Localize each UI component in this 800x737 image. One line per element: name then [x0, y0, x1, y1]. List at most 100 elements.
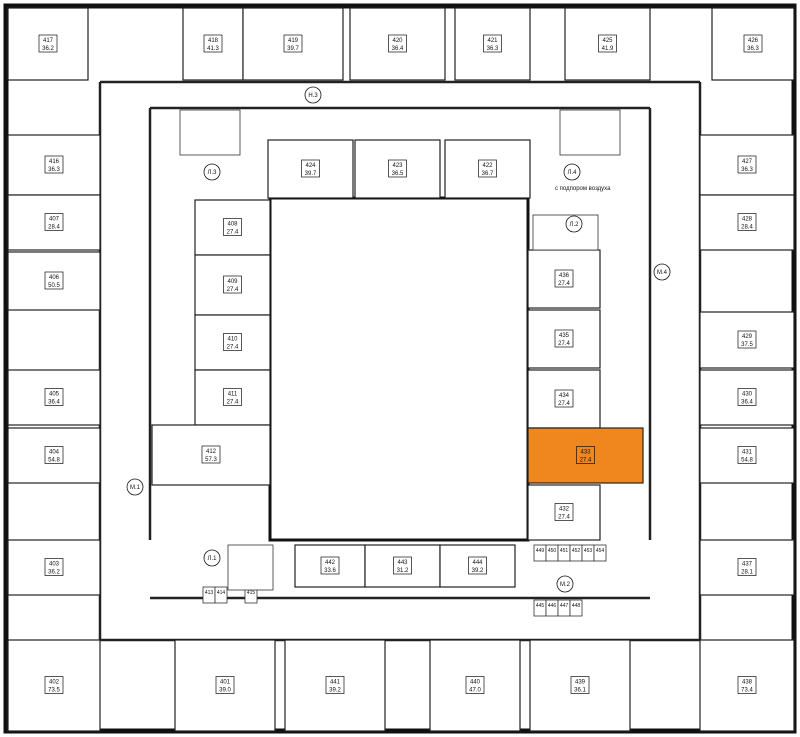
- apartment-area: 31.2: [397, 568, 409, 574]
- storage-number: 448: [572, 603, 581, 609]
- corridor-outer-edge: [98, 80, 702, 642]
- apartment-area: 50.5: [48, 283, 60, 289]
- apartment-area: 36.4: [741, 400, 753, 406]
- apartment-label-box: [203, 34, 223, 53]
- storage-cell[interactable]: [214, 586, 228, 604]
- apartment-444[interactable]: 444 39.2: [439, 544, 516, 588]
- storage-unit-447[interactable]: 447: [557, 599, 571, 617]
- storage-unit-452[interactable]: 452: [569, 544, 583, 562]
- apartment-area: 27.4: [558, 281, 570, 287]
- apartment-label-box: [483, 34, 502, 53]
- apartment-area: 39.2: [472, 568, 484, 574]
- apartment-number: 426: [748, 38, 759, 44]
- apartment-number: 437: [742, 562, 753, 568]
- apartment-label-box: [554, 389, 574, 408]
- lift-shaft-left: [179, 109, 241, 156]
- apartment-number: 440: [470, 680, 481, 686]
- apartment-440[interactable]: 440 47.0: [429, 639, 521, 732]
- apartment-room[interactable]: [194, 199, 271, 256]
- storage-unit-451[interactable]: 451: [557, 544, 571, 562]
- apartment-area: 36.3: [741, 167, 753, 173]
- apartment-label-box: [465, 676, 485, 694]
- storage-unit-448[interactable]: 448: [569, 599, 583, 617]
- apartment-area: 28.4: [741, 225, 753, 231]
- apartment-room[interactable]: [267, 139, 354, 199]
- apartment-area: 36.7: [482, 171, 494, 177]
- apartment-label-box: [737, 213, 757, 231]
- apartment-area: 47.0: [469, 688, 481, 694]
- apartment-area: 39.7: [305, 171, 317, 177]
- storage-unit-449[interactable]: 449: [533, 544, 547, 562]
- staircase-bottom: [227, 544, 274, 591]
- storage-cell[interactable]: [569, 599, 583, 617]
- apartment-label-box: [320, 556, 340, 575]
- apartment-area: 27.4: [227, 287, 239, 293]
- storage-unit-450[interactable]: 450: [545, 544, 559, 562]
- storage-unit-445[interactable]: 445: [533, 599, 547, 617]
- apartment-number: 444: [472, 560, 483, 566]
- storage-unit-453[interactable]: 453: [581, 544, 595, 562]
- apartment-area: 37.5: [741, 342, 753, 348]
- svg-text:Л.1: Л.1: [208, 556, 218, 562]
- apartment-number: 420: [392, 38, 403, 44]
- lift-label-m2: М.2: [556, 575, 574, 593]
- apartment-number: 442: [325, 560, 336, 566]
- svg-text:Л.4: Л.4: [568, 170, 578, 176]
- lift-shaft-right: [559, 109, 621, 156]
- apartment-area: 54.8: [741, 458, 753, 464]
- apartment-number: 436: [559, 273, 570, 279]
- apartment-436[interactable]: 436 27.4: [527, 249, 601, 309]
- apartment-label-box: [598, 34, 617, 53]
- storage-cell[interactable]: [593, 544, 607, 562]
- apartment-label-box: [737, 558, 757, 576]
- apartment-area: 27.4: [558, 401, 570, 407]
- apartment-label-box: [737, 676, 757, 694]
- storage-unit-413[interactable]: 413: [202, 586, 216, 604]
- storage-unit-446[interactable]: 446: [545, 599, 559, 617]
- storage-unit-454[interactable]: 454: [593, 544, 607, 562]
- apartment-area: 27.4: [227, 345, 239, 351]
- apartment-number: 441: [330, 680, 341, 686]
- apartment-number: 412: [206, 449, 217, 455]
- storage-unit-414[interactable]: 414: [214, 586, 228, 604]
- apartment-area: 28.4: [48, 225, 60, 231]
